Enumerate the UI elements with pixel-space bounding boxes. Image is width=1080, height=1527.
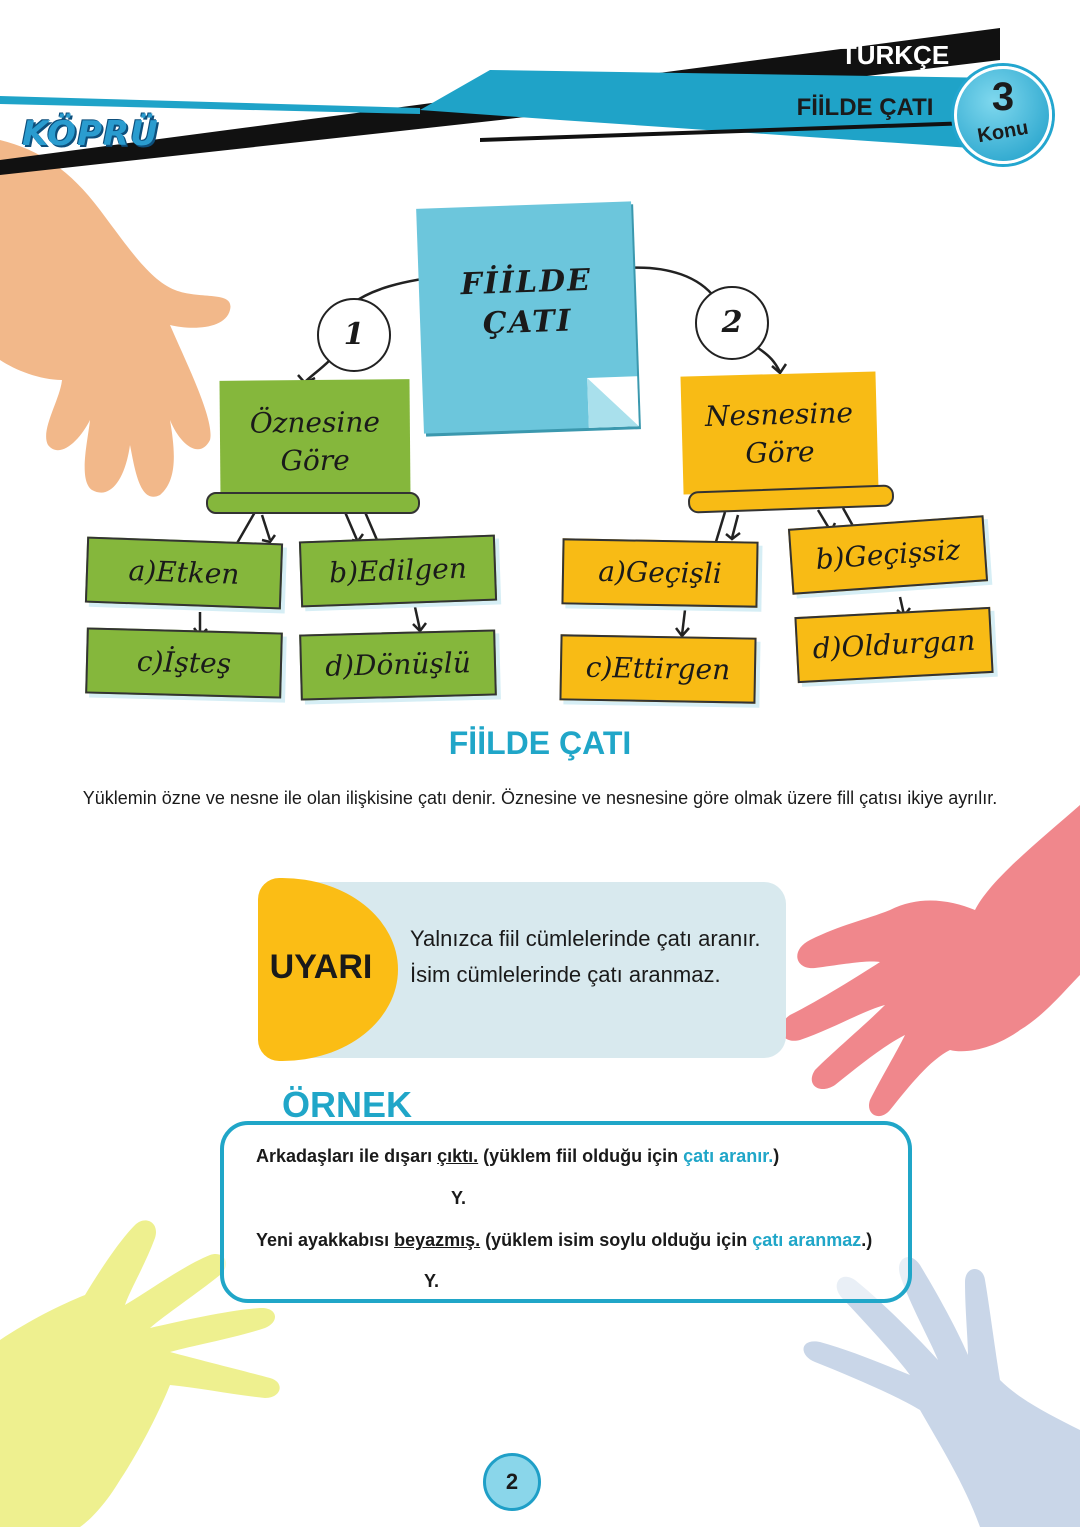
tag-etken: a)Etken bbox=[84, 536, 284, 610]
example-2-mark: Y. bbox=[424, 1271, 440, 1291]
tag-ettirgen: c)Ettirgen bbox=[559, 634, 757, 704]
tag-donuslu: d)Dönüşlü bbox=[299, 629, 497, 701]
warning-label: UYARI bbox=[269, 948, 373, 986]
example-2-before: Yeni ayakkabısı bbox=[256, 1230, 395, 1250]
kopru-logo: KÖPRÜ bbox=[22, 114, 159, 154]
tag-gecisli: a)Geçişli bbox=[561, 538, 759, 608]
example-box bbox=[220, 1121, 912, 1303]
example-1-before: Arkadaşları ile dışarı bbox=[256, 1146, 438, 1166]
example-sentence-1: Arkadaşları ile dışarı çıktı. (yüklem fi… bbox=[256, 1146, 779, 1167]
example-1-highlight: çatı aranır. bbox=[683, 1146, 774, 1166]
orange-hand-illustration bbox=[0, 0, 260, 520]
category-oznesine-base bbox=[206, 492, 420, 514]
warning-line-2: İsim cümlelerinde çatı aranmaz. bbox=[410, 962, 721, 987]
example-2-after: .) bbox=[861, 1230, 873, 1250]
example-2-middle: (yüklem isim soylu olduğu için bbox=[480, 1230, 753, 1250]
example-sentence-2: Yeni ayakkabısı beyazmış. (yüklem isim s… bbox=[256, 1230, 872, 1251]
topic-label: FİİLDE ÇATI bbox=[796, 94, 934, 121]
yellow-hand-illustration bbox=[0, 1210, 360, 1527]
example-title: ÖRNEK bbox=[282, 1084, 413, 1125]
branch-1-number: 1 bbox=[317, 298, 391, 372]
example-2-highlight: çatı aranmaz bbox=[752, 1230, 862, 1250]
tag-edilgen: b)Edilgen bbox=[298, 534, 498, 608]
blue-hand-illustration bbox=[700, 1230, 1080, 1527]
section-title: FİİLDE ÇATI bbox=[448, 725, 632, 761]
example-1-middle: (yüklem fiil olduğu için bbox=[478, 1146, 684, 1166]
unit-badge: 3 Konu bbox=[954, 66, 1052, 164]
example-1-verb: çıktı. bbox=[437, 1146, 479, 1166]
example-1-mark: Y. bbox=[451, 1188, 467, 1208]
warning-line-1: Yalnızca fiil cümlelerinde çatı aranır. bbox=[410, 926, 761, 951]
tag-gecissiz: b)Geçişsiz bbox=[787, 515, 989, 595]
tag-oldurgan: d)Oldurgan bbox=[794, 606, 994, 684]
unit-number: 3 bbox=[991, 75, 1015, 119]
tag-istes: c)İşteş bbox=[85, 627, 283, 699]
example-2-verb: beyazmış. bbox=[394, 1230, 481, 1250]
note-fold bbox=[587, 376, 639, 428]
branch-2-number: 2 bbox=[695, 286, 769, 360]
header-bands bbox=[0, 0, 1080, 205]
example-1-after: ) bbox=[773, 1146, 780, 1166]
intro-paragraph: Yüklemin özne ve nesne ile olan ilişkisi… bbox=[82, 788, 998, 808]
red-hand-illustration bbox=[770, 800, 1080, 1140]
page-number: 2 bbox=[483, 1453, 541, 1511]
subject-label: TÜRKÇE bbox=[840, 40, 950, 70]
